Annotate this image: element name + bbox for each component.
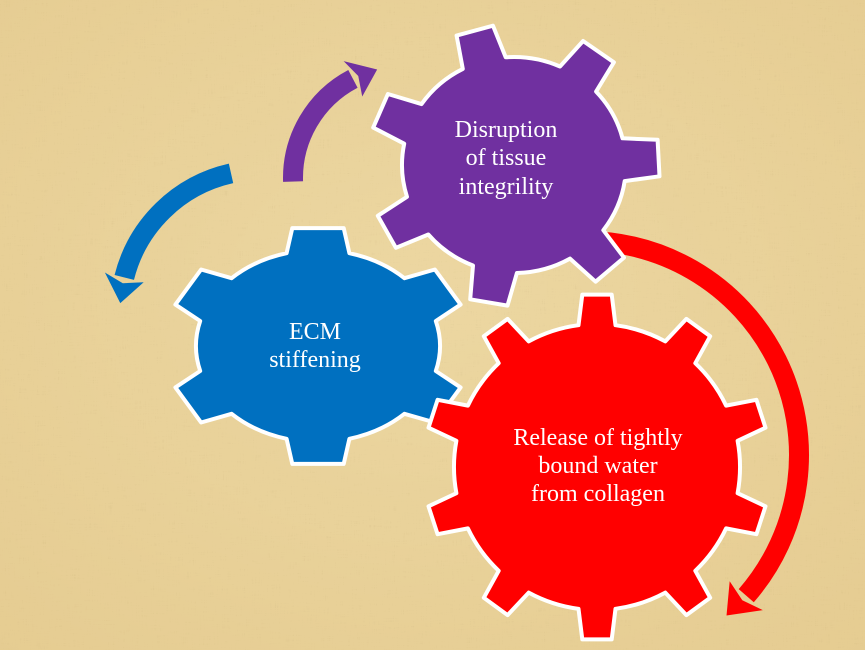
purple-cycle-arrow-shaft <box>283 69 358 182</box>
blue-cycle-arrow <box>104 163 234 304</box>
red-cycle-arrow-head <box>726 581 763 616</box>
purple-cycle-arrow-head <box>343 61 378 97</box>
ecm-gear <box>173 226 463 466</box>
blue-cycle-arrow-head <box>104 272 144 304</box>
red-cycle-arrow <box>570 231 809 616</box>
release-gear <box>426 292 768 642</box>
blue-cycle-arrow-shaft <box>114 163 234 281</box>
purple-cycle-arrow <box>283 61 378 182</box>
red-cycle-arrow-shaft <box>570 231 809 603</box>
disruption-gear <box>371 23 662 308</box>
